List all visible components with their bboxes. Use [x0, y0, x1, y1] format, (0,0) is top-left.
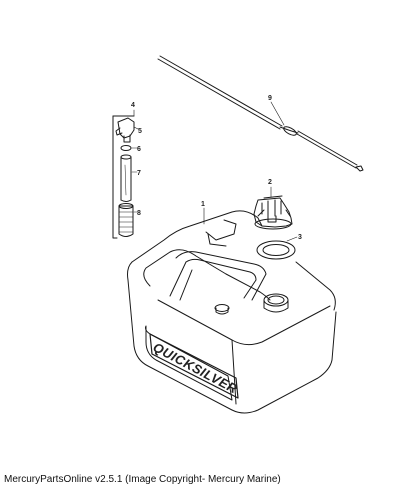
elbow-fitting [115, 117, 139, 143]
pickup-tube [120, 154, 138, 202]
copyright-caption: MercuryPartsOnline v2.5.1 (Image Copyrig… [4, 474, 281, 485]
callout-labels: 1 2 3 4 5 6 7 8 9 [131, 95, 302, 241]
callout-5: 5 [138, 128, 142, 135]
callout-4: 4 [131, 102, 135, 109]
gasket-ring [256, 236, 298, 260]
fuel-gauge-rod [157, 55, 364, 172]
fuel-cap [253, 186, 293, 230]
filter-screen [118, 203, 138, 237]
parts-diagram: QUICKSILVER 1 2 3 4 5 6 7 8 9 [112, 55, 364, 414]
o-ring-small [120, 145, 132, 151]
callout-2: 2 [268, 179, 272, 186]
callout-8: 8 [137, 210, 141, 217]
callout-9: 9 [268, 95, 272, 102]
tank-brand-label: QUICKSILVER [151, 339, 241, 396]
pickup-assembly-bracket [112, 109, 135, 239]
callout-7: 7 [137, 170, 141, 177]
fuel-tank [127, 207, 337, 414]
callout-6: 6 [137, 146, 141, 153]
callout-3: 3 [298, 234, 302, 241]
callout-1: 1 [201, 201, 205, 208]
